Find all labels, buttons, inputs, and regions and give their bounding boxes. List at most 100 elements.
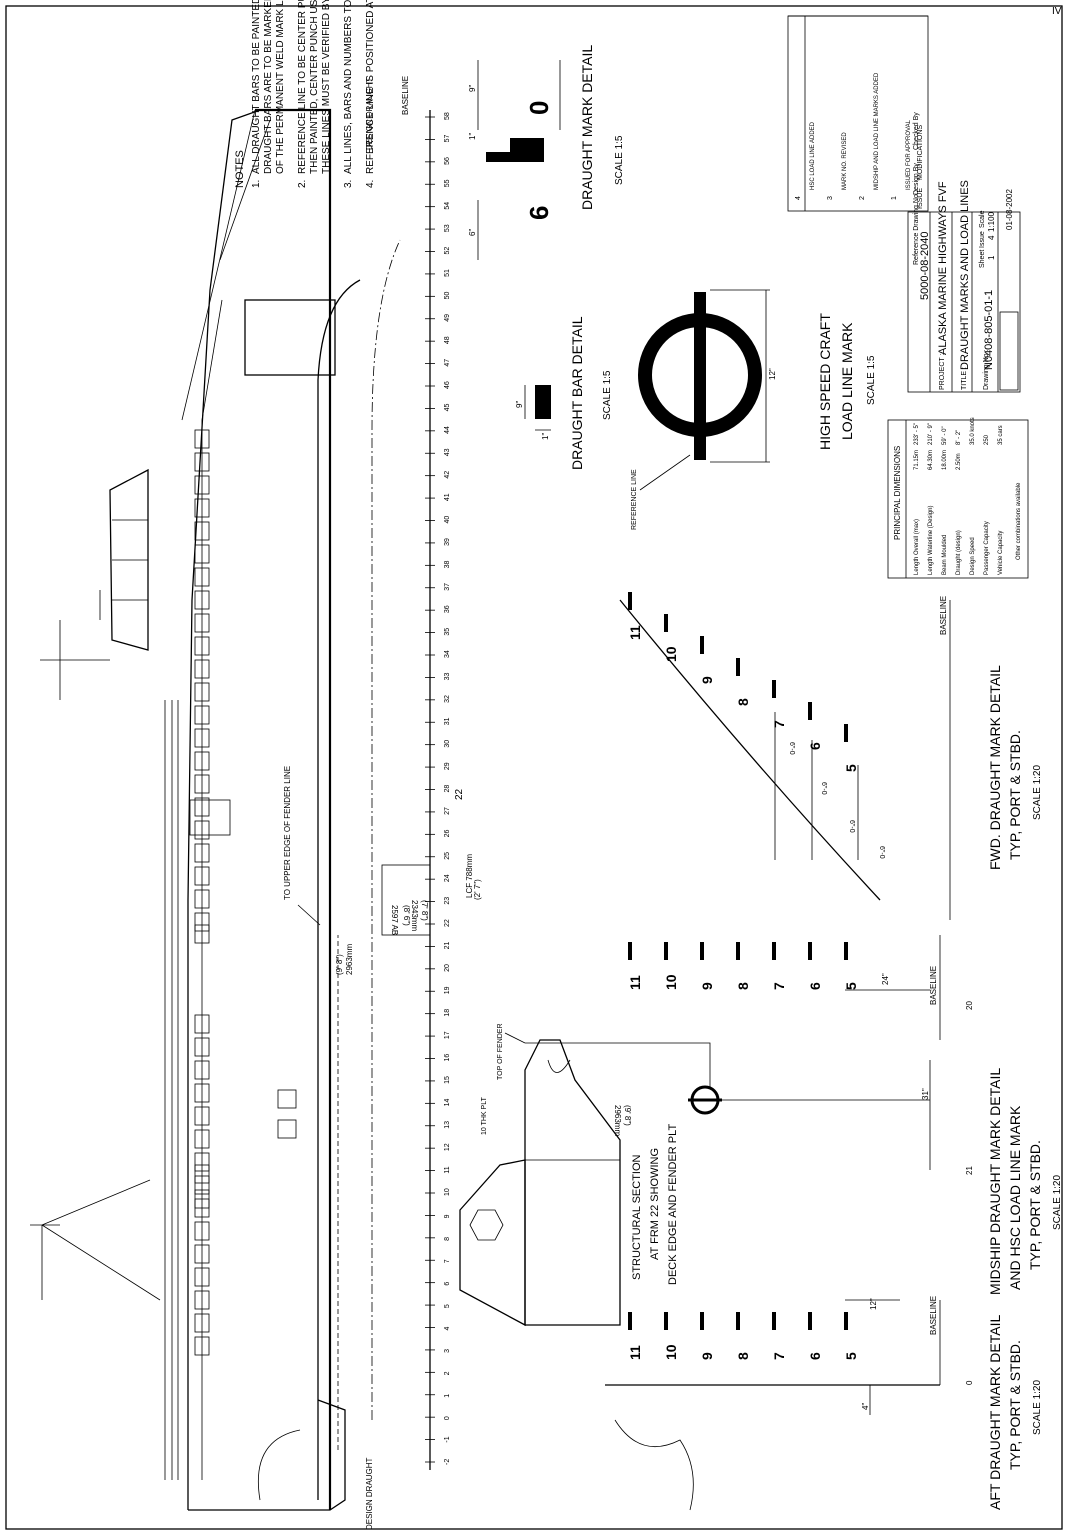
frame-tick-label: 56	[444, 157, 451, 165]
frame-tick-label: 28	[444, 785, 451, 793]
pd-title: PRINCIPAL DIMENSIONS	[893, 446, 902, 540]
frame-tick-label: 36	[444, 605, 451, 613]
dm-dim-a: 9"	[468, 85, 477, 92]
frame-tick-label: 5	[444, 1304, 451, 1308]
frame-tick-label: 27	[444, 807, 451, 815]
window	[194, 452, 210, 472]
title-label: TITLE :	[961, 367, 968, 390]
note-2-num: 2.	[297, 180, 308, 188]
bow-rake-line	[181, 109, 256, 421]
frame-tick-label: 2	[444, 1371, 451, 1375]
frame-tick-label: 3	[444, 1349, 451, 1353]
draught-bar-11	[628, 1312, 632, 1330]
design-draught-label-fwd: DESIGN DRAUGHT	[365, 77, 374, 150]
window	[194, 567, 210, 587]
draught-number-10: 10	[663, 974, 679, 990]
window	[194, 1244, 210, 1264]
frame-tick-label: 35	[444, 628, 451, 636]
aft-jet-outline	[614, 1419, 694, 1511]
rev-header-issue: ISSUE	[917, 188, 924, 209]
hsc-horizontal-bar	[694, 292, 706, 460]
stern-outline	[188, 1399, 346, 1511]
draught-number-8: 8	[735, 1352, 751, 1360]
builder-logo	[999, 311, 1019, 391]
mast-upper	[40, 590, 110, 700]
window	[194, 544, 210, 564]
draught-bar-detail: 9" 1" DRAUGHT BAR DETAIL SCALE 1:5	[515, 316, 613, 470]
rev-description: MARK NO. REVISED	[842, 132, 848, 190]
fwd-title: FWD. DRAUGHT MARK DETAIL	[987, 665, 1003, 870]
frame-tick-label: 19	[444, 986, 451, 994]
frame-tick-label: 46	[444, 381, 451, 389]
pd-footnote: Other combinations available	[1016, 482, 1022, 560]
draught-bar-dim-1: 1"	[541, 433, 550, 440]
window	[194, 1129, 210, 1149]
design-draught-line	[371, 239, 401, 1420]
frame-tick-label: 0	[444, 1416, 451, 1420]
issue-value: 4	[987, 235, 996, 240]
draught-number-5: 5	[843, 1352, 859, 1360]
fwd-dim-label: 6"-0	[848, 820, 855, 833]
window	[194, 1267, 210, 1287]
fwd-dim-label: 6"-0	[820, 782, 827, 795]
window	[194, 429, 210, 449]
section-girder	[525, 1059, 620, 1161]
wheelhouse-windows	[112, 519, 148, 601]
frame-tick-label: 22	[444, 919, 451, 927]
window	[194, 1221, 210, 1241]
issue-label: Issue	[979, 231, 986, 248]
draught-bar-5	[844, 942, 848, 960]
note-1-line-1: ALL DRAUGHT BARS TO BE PAINTED WHITE. BO…	[251, 0, 262, 174]
dm-dim-lines	[477, 60, 561, 260]
aft-scale: SCALE 1:20	[1032, 1380, 1043, 1435]
frame-tick-label: 20	[444, 964, 451, 972]
ship-profile: DESIGN DRAUGHT DESIGN DRAUGHT BASELINE -…	[30, 76, 482, 1530]
draught-bar-11	[628, 592, 632, 610]
frame-tick-label: 26	[444, 829, 451, 837]
pd-row-metric: 64.30m	[928, 450, 934, 470]
mid-baseline-label: BASELINE	[929, 966, 938, 1005]
design-draught-label-aft: DESIGN DRAUGHT	[365, 1457, 374, 1530]
sheet-border	[5, 5, 1063, 1530]
frame-tick-label: 15	[444, 1076, 451, 1084]
bow-visor-box	[244, 299, 336, 376]
frame-tick-label: 25	[444, 852, 451, 860]
frame-tick-label: 8	[444, 1237, 451, 1241]
frame-tick-label: 50	[444, 291, 451, 299]
frame-tick-label: 10	[444, 1188, 451, 1196]
frame-tick-label: 44	[444, 426, 451, 434]
frame-tick-label: 55	[444, 179, 451, 187]
reference-label: Reference Drawing No :	[913, 190, 920, 265]
aft-title: AFT DRAUGHT MARK DETAIL	[987, 1315, 1003, 1510]
pd-row-metric: 18.00m	[942, 450, 948, 470]
mid-hsc-leaders	[525, 1042, 930, 1101]
bar-scale: SCALE 1:5	[602, 370, 613, 420]
fwd-dim-label: 6"-0	[878, 846, 885, 859]
aft-dim-lines	[845, 1299, 900, 1415]
frame-tick-label: 32	[444, 695, 451, 703]
draught-bar-dim-9: 9"	[515, 401, 524, 408]
wheelhouse	[109, 468, 149, 651]
drawing-no-label: Drawing No :	[983, 349, 990, 390]
frame-tick-label: 11	[444, 1166, 451, 1173]
frame-tick-label: 6	[444, 1282, 451, 1286]
draught-number-5: 5	[843, 764, 859, 772]
frame-tick-label: 43	[444, 448, 451, 456]
frame-tick-label: 16	[444, 1054, 451, 1062]
dim-2963-imperial: (9' 8")	[335, 954, 344, 975]
aft-frame-0: 0	[965, 1380, 974, 1385]
hsc-scale: SCALE 1:5	[866, 355, 877, 405]
draught-number-6: 6	[807, 1352, 823, 1360]
frame-tick-label: 12	[444, 1143, 451, 1151]
note-1-line-3: OF THE PERMANENT WELD MARK LOCATED 2.8M …	[275, 0, 286, 174]
fender-note: TO UPPER EDGE OF FENDER LINE	[283, 766, 292, 900]
date-value: 01-08-2002	[1005, 189, 1014, 230]
sheet-label: Sheet	[979, 250, 986, 268]
window	[194, 475, 210, 495]
draught-bar-5	[844, 724, 848, 742]
section-title: STRUCTURAL SECTION	[631, 1154, 643, 1280]
fwd-sub: TYP, PORT & STBD.	[1007, 730, 1023, 860]
